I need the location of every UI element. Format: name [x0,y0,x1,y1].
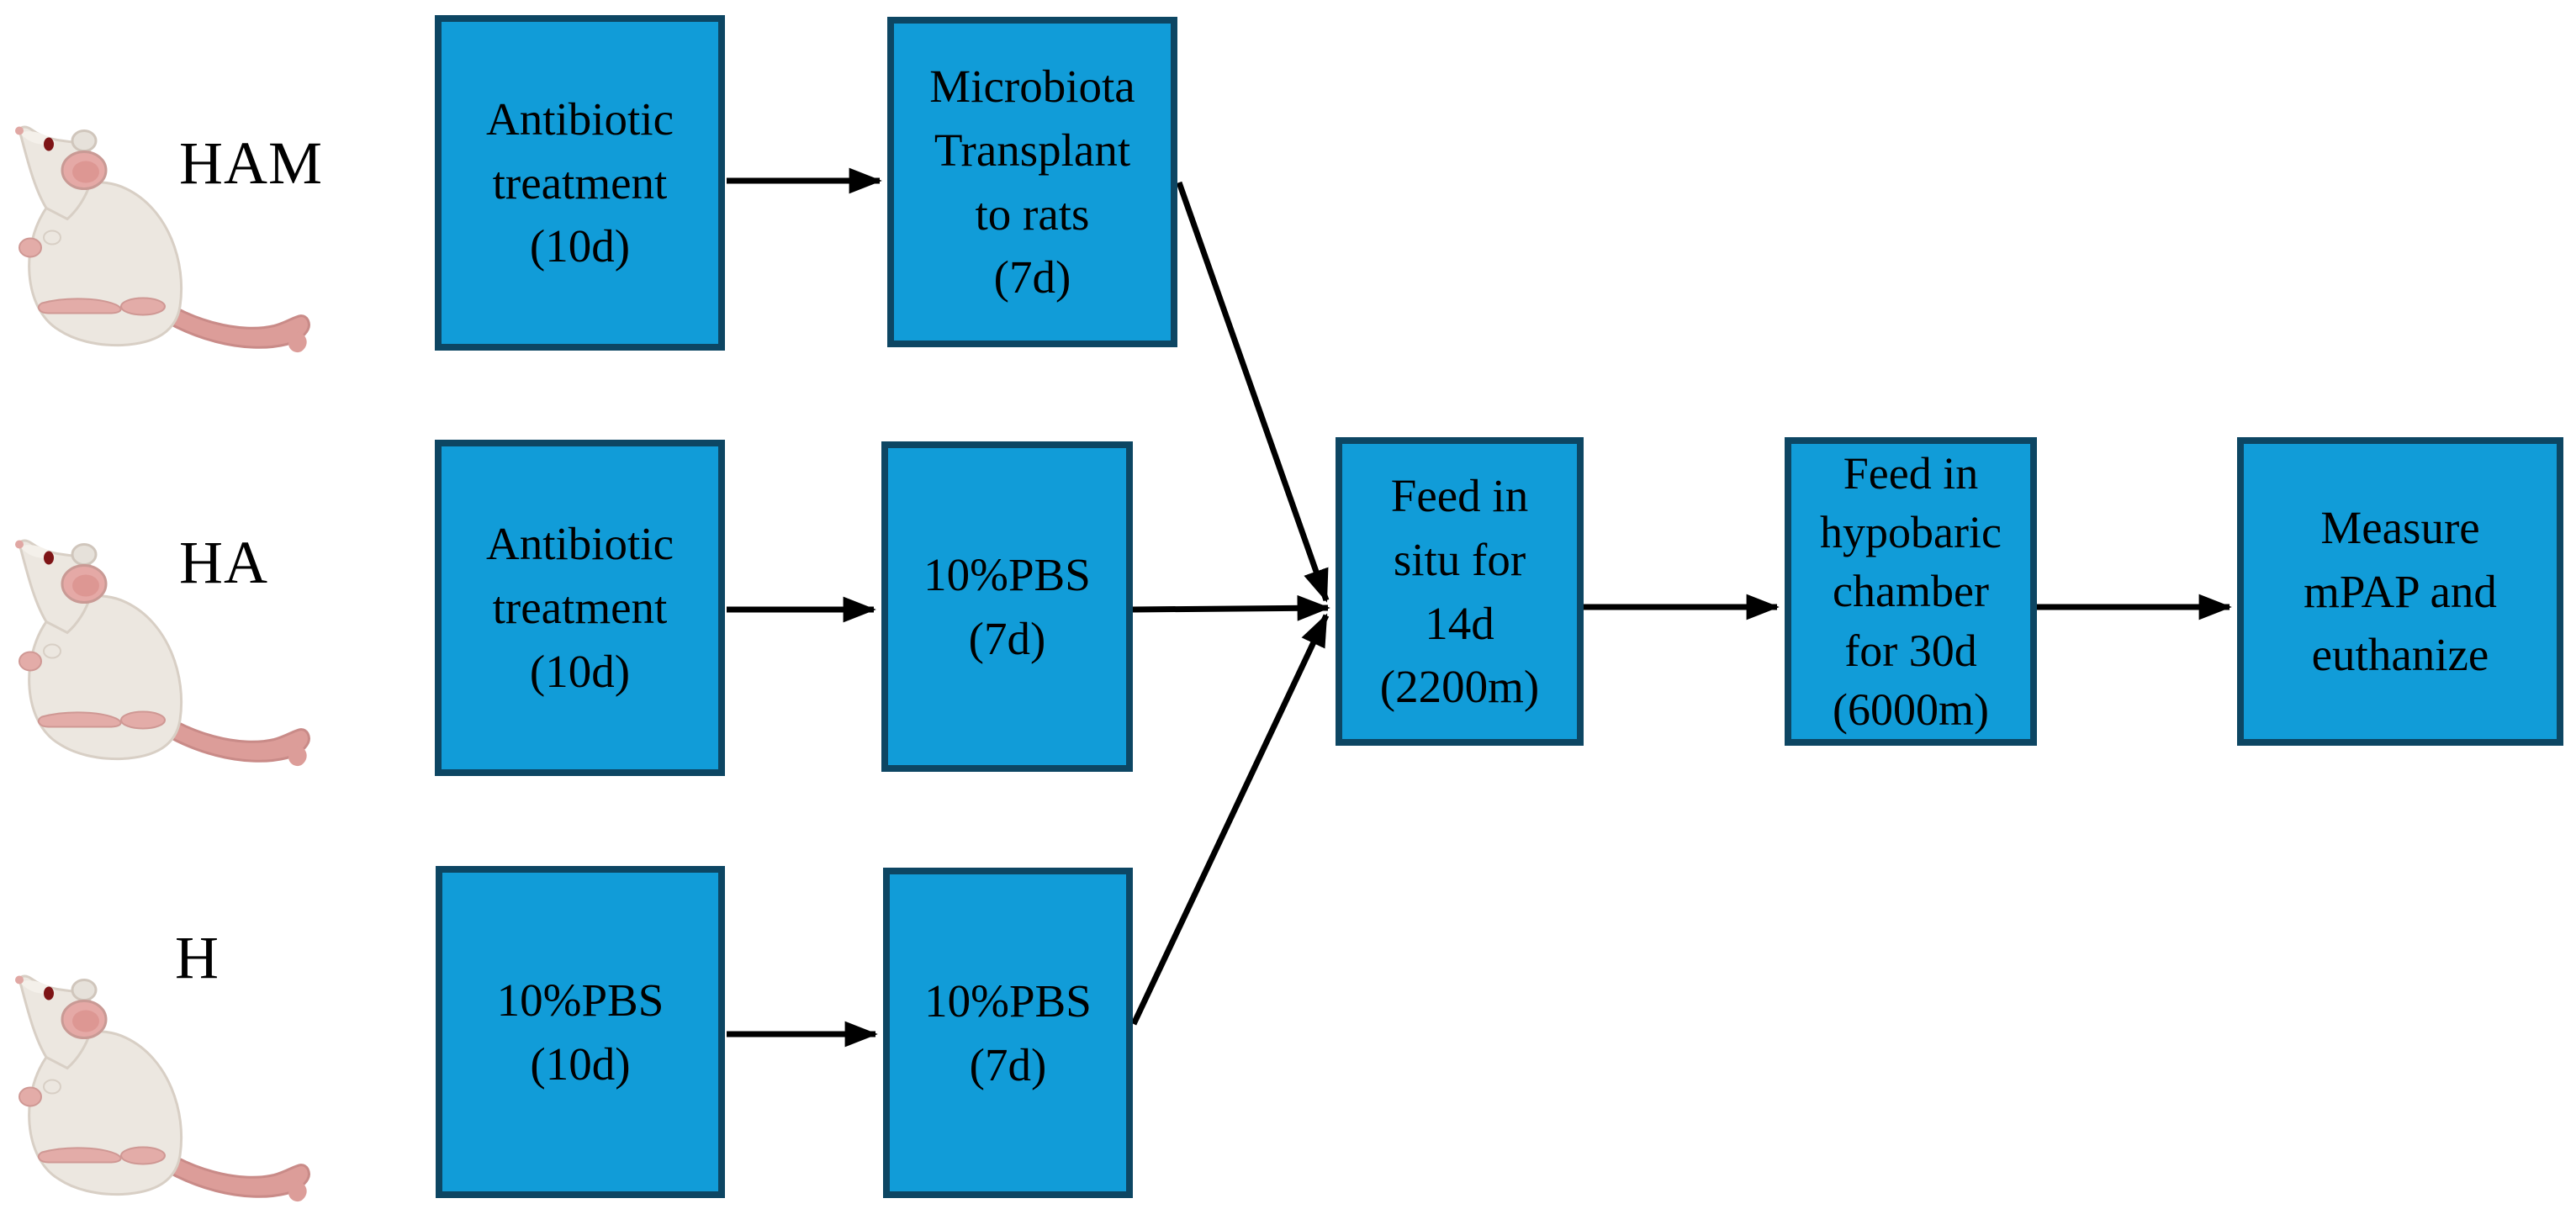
box-h-pbs-10d-text: 10%PBS (10d) [496,974,664,1090]
arrow-ham-to-feed [1176,181,1330,603]
box-feed-in-situ-text: Feed in situ for 14d (2200m) [1379,469,1540,713]
box-ham-antibiotic-treatment: Antibiotic treatment (10d) [435,15,725,351]
box-ha-antibiotic-treatment-text: Antibiotic treatment (10d) [485,518,674,697]
group-label-ham: HAM [179,129,324,197]
box-hypobaric-chamber: Feed in hypobaric chamber for 30d (6000m… [1785,437,2037,746]
box-hypobaric-chamber-text: Feed in hypobaric chamber for 30d (6000m… [1820,448,2002,735]
box-h-pbs-7d: 10%PBS (7d) [883,868,1133,1198]
group-label-ha: HA [179,529,268,596]
box-h-pbs-10d: 10%PBS (10d) [436,866,725,1198]
box-ha-pbs-7d-text: 10%PBS (7d) [923,548,1091,664]
box-measure-mpap: Measure mPAP and euthanize [2237,437,2563,746]
group-label-h: H [175,924,220,991]
box-ham-antibiotic-treatment-text: Antibiotic treatment (10d) [485,92,674,272]
box-h-pbs-7d-text: 10%PBS (7d) [924,974,1092,1090]
box-measure-mpap-text: Measure mPAP and euthanize [2304,501,2497,681]
arrow-h-to-feed [1130,613,1330,1026]
box-ham-microbiota-transplant: Microbiota Transplant to rats (7d) [887,17,1177,347]
arrow-ha-to-feed [1132,594,1330,621]
box-ha-pbs-7d: 10%PBS (7d) [881,441,1133,772]
box-feed-in-situ: Feed in situ for 14d (2200m) [1336,437,1584,746]
box-ha-antibiotic-treatment: Antibiotic treatment (10d) [435,440,725,776]
rat-icon [8,967,311,1206]
box-ham-microbiota-transplant-text: Microbiota Transplant to rats (7d) [929,60,1135,304]
